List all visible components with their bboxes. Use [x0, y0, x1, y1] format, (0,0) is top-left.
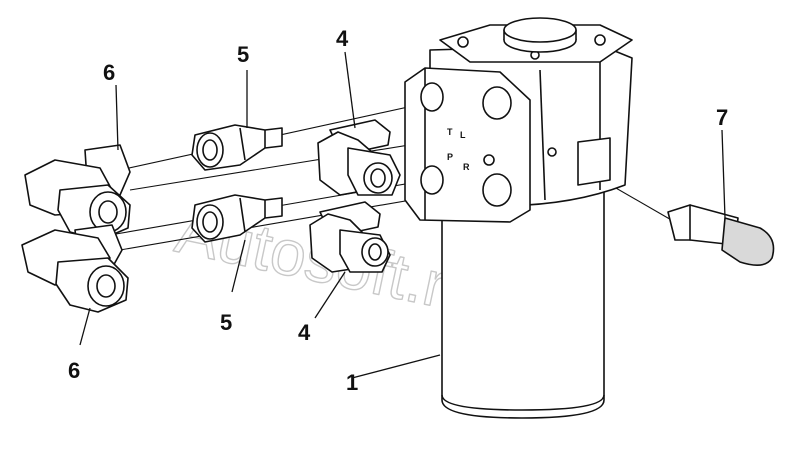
- elbow-fitting-upper: [317, 119, 401, 196]
- callout-5-upper: 5: [237, 42, 249, 67]
- straight-adapter-lower: [191, 194, 283, 243]
- steering-control-unit: [404, 17, 633, 419]
- callout-4-upper: 4: [336, 26, 349, 51]
- hose-elbow-upper: [24, 144, 131, 241]
- leader-lines: [79, 51, 726, 379]
- callout-7: 7: [716, 105, 728, 130]
- port-label-p: P: [447, 152, 453, 162]
- callout-6-upper: 6: [103, 60, 115, 85]
- callout-6-lower: 6: [68, 358, 80, 383]
- port-label-l: L: [460, 130, 466, 140]
- hose-elbow-lower: [21, 224, 129, 313]
- straight-adapter-upper: [191, 124, 283, 171]
- callout-1: 1: [346, 370, 358, 395]
- port-label-r: R: [463, 162, 470, 172]
- callout-4-lower: 4: [298, 320, 311, 345]
- port-label-t: T: [447, 127, 453, 137]
- callout-5-lower: 5: [220, 310, 232, 335]
- pressure-sensor: [667, 204, 775, 266]
- elbow-fitting-lower: [309, 201, 391, 273]
